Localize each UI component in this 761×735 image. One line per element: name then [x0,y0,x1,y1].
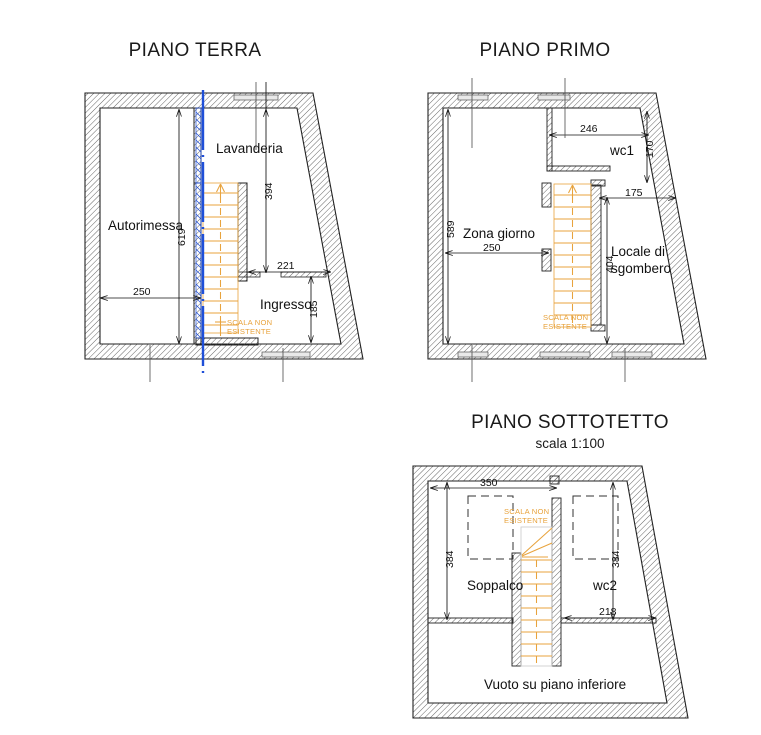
dimension-394: 394 [263,182,275,200]
floor-plan-piano-primo: PIANO PRIMO [380,0,761,400]
dimension-218: 218 [599,606,617,618]
page-title-piano-primo: PIANO PRIMO [479,40,611,61]
staircase-piano-primo [553,183,592,328]
dimension-185: 185 [308,300,320,318]
room-label-wc2: wc2 [593,578,618,593]
staircase-piano-sottotetto [520,526,553,667]
openings-bottom-piano-primo [457,351,653,358]
stair-note-piano-sottotetto: SCALA NON ESISTENTE [504,507,549,525]
page-title-piano-sottotetto: PIANO SOTTOTETTO [471,412,669,433]
stair-note-ps-line1: SCALA NON [504,507,550,516]
piano-sottotetto-drawing [412,465,689,719]
room-label-ingresso: Ingresso [260,297,312,312]
dimension-350: 350 [480,477,498,489]
room-label-locale-sgombero-l2: sgombero [611,261,672,276]
piano-primo-drawing [427,78,707,382]
stair-note-pp-line1: SCALA NON [543,313,589,322]
room-label-lavanderia: Lavanderia [216,141,283,156]
room-label-soppalco: Soppalco [467,578,524,593]
dimension-lines-piano-sottotetto [431,483,655,619]
page-title-piano-terra: PIANO TERRA [128,40,262,61]
dimension-250-pt: 250 [133,286,151,298]
stair-note-ps-line2: ESISTENTE [504,516,548,525]
stair-note-piano-terra: SCALA NON ESISTENTE [227,318,272,336]
staircase-piano-terra [202,182,239,336]
stair-note-pp-line2: ESISTENTE [543,322,587,331]
dimension-589: 589 [445,220,457,238]
dimension-384-right: 384 [610,550,622,568]
outer-wall-piano-sottotetto [412,465,689,719]
dimension-221: 221 [277,260,295,272]
room-label-wc1: wc1 [610,143,635,158]
door-jambs-ingresso [237,271,327,278]
dimension-404: 404 [604,255,616,273]
dimension-619: 619 [176,228,188,246]
dimension-246: 246 [580,123,598,135]
piano-terra-drawing [84,82,364,382]
floor-plan-piano-sottotetto: PIANO SOTTOTETTO scala 1:100 [380,400,761,735]
stair-note-line2: ESISTENTE [227,327,271,336]
wc1-walls [546,107,611,172]
dimension-175: 175 [625,187,643,199]
lower-wall-piano-terra [195,337,259,346]
stair-note-line1: SCALA NON [227,318,273,327]
dimension-lines-piano-primo [446,78,675,382]
outer-wall-piano-terra [84,92,364,360]
page-subtitle-scala: scala 1:100 [535,436,605,451]
dimension-384-left: 384 [444,550,456,568]
openings-bottom-piano-terra [261,351,311,358]
room-label-zona-giorno: Zona giorno [463,226,536,241]
openings-top-piano-primo [457,94,571,101]
floor-plan-piano-terra: PIANO TERRA [0,0,400,400]
outer-wall-piano-primo [427,92,707,360]
room-label-vuoto-piano-inferiore: Vuoto su piano inferiore [484,677,627,692]
dimension-lines-piano-terra [101,82,330,382]
dashed-fixtures [467,495,619,560]
room-label-locale-sgombero-l1: Locale di [611,244,666,259]
dimension-250-pp: 250 [483,242,501,254]
stair-wall-piano-terra [237,182,248,282]
section-marker-strip [195,107,202,339]
dimension-170: 170 [644,140,656,158]
stair-note-piano-primo: SCALA NON ESISTENTE [543,313,588,331]
room-label-autorimessa: Autorimessa [108,218,184,233]
